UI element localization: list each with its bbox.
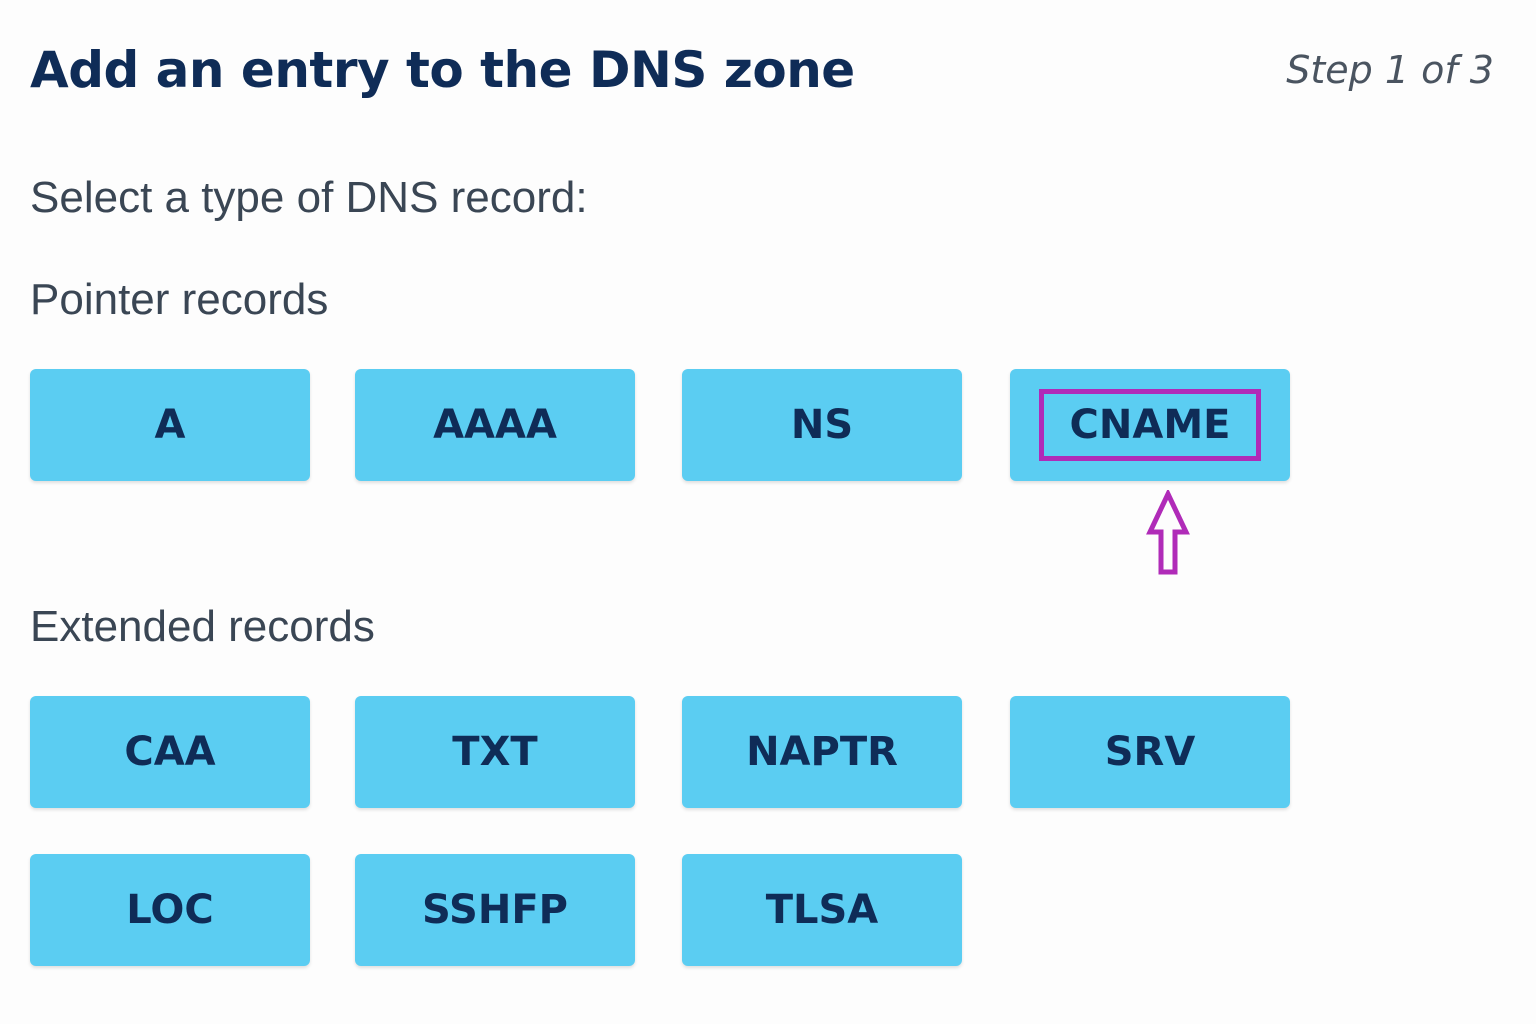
record-type-srv-button[interactable]: SRV	[1010, 696, 1290, 808]
page-title: Add an entry to the DNS zone	[30, 41, 855, 99]
pointer-records-heading: Pointer records	[30, 275, 329, 324]
record-type-cname-button[interactable]: CNAME	[1010, 369, 1290, 481]
extended-records-heading: Extended records	[30, 602, 375, 651]
step-indicator: Step 1 of 3	[1286, 48, 1494, 92]
record-type-txt-button[interactable]: TXT	[355, 696, 635, 808]
record-type-tlsa-button[interactable]: TLSA	[682, 854, 962, 966]
record-type-naptr-button[interactable]: NAPTR	[682, 696, 962, 808]
record-type-a-button[interactable]: A	[30, 369, 310, 481]
record-type-ns-button[interactable]: NS	[682, 369, 962, 481]
up-arrow-icon	[1146, 490, 1190, 575]
record-type-caa-button[interactable]: CAA	[30, 696, 310, 808]
record-type-prompt: Select a type of DNS record:	[30, 173, 588, 222]
record-type-loc-button[interactable]: LOC	[30, 854, 310, 966]
record-type-aaaa-button[interactable]: AAAA	[355, 369, 635, 481]
cname-highlight-box: CNAME	[1039, 389, 1261, 461]
record-type-sshfp-button[interactable]: SSHFP	[355, 854, 635, 966]
